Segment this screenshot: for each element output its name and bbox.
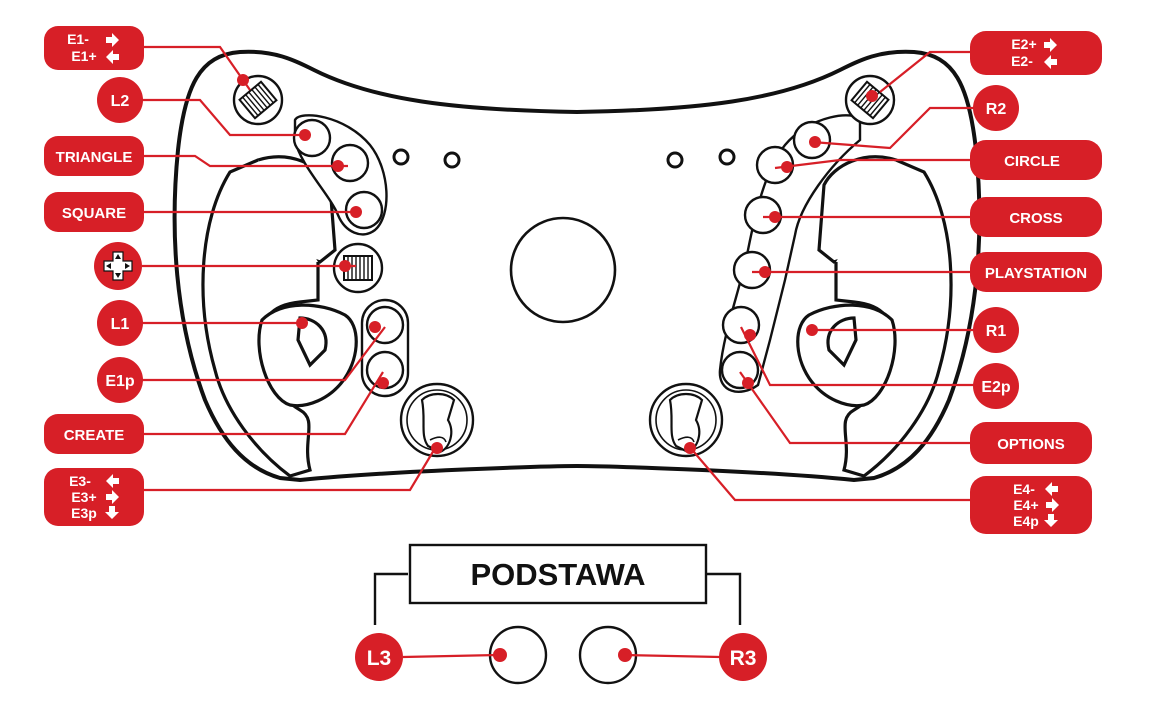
wheel-outline — [172, 49, 982, 483]
base-section: PODSTAWA L3 R3 — [355, 543, 767, 685]
e1-encoder — [232, 74, 284, 126]
label-e4-line1: E4- — [1013, 481, 1035, 497]
label-circle: CIRCLE — [970, 140, 1102, 180]
label-options: OPTIONS — [970, 422, 1092, 464]
dpad-icon — [103, 251, 133, 281]
label-cross: CROSS — [970, 197, 1102, 237]
svg-text:R2: R2 — [986, 101, 1007, 118]
svg-text:L1: L1 — [111, 316, 130, 333]
svg-text:SQUARE: SQUARE — [62, 205, 126, 222]
label-e1-line1: E1- — [67, 31, 89, 47]
label-e2-line1: E2+ — [1011, 36, 1036, 52]
label-e2: E2+ E2- — [970, 31, 1102, 75]
label-e3-line3: E3p — [71, 505, 97, 521]
label-e2-line2: E2- — [1011, 53, 1033, 69]
label-e1-line2: E1+ — [71, 48, 96, 64]
svg-text:TRIANGLE: TRIANGLE — [56, 149, 133, 166]
svg-text:CREATE: CREATE — [64, 427, 125, 444]
label-r2: R2 — [973, 85, 1019, 131]
indicator-dots — [392, 148, 736, 169]
label-create: CREATE — [44, 414, 144, 454]
svg-text:L2: L2 — [111, 93, 130, 110]
label-e2p: E2p — [973, 363, 1019, 409]
label-square: SQUARE — [44, 192, 144, 232]
label-e3-line1: E3- — [69, 473, 91, 489]
label-e3-line2: E3+ — [71, 489, 96, 505]
svg-text:R1: R1 — [986, 323, 1007, 340]
label-r3: R3 — [719, 633, 767, 681]
e1p-button — [365, 305, 405, 345]
square-button — [344, 190, 384, 230]
base-title-box — [408, 543, 708, 605]
label-l3: L3 — [355, 633, 403, 681]
label-e4: E4- E4+ E4p — [970, 476, 1092, 534]
base-title: PODSTAWA — [470, 557, 645, 592]
label-e3: E3- E3+ E3p — [44, 468, 144, 526]
label-e1p: E1p — [97, 357, 143, 403]
l2-button — [292, 118, 332, 158]
label-e4-line3: E4p — [1013, 513, 1039, 529]
right-grip — [796, 155, 953, 478]
svg-text:CROSS: CROSS — [1009, 210, 1062, 227]
svg-text:E2p: E2p — [981, 379, 1011, 396]
svg-text:E1p: E1p — [105, 373, 135, 390]
label-l1: L1 — [97, 300, 143, 346]
svg-text:OPTIONS: OPTIONS — [997, 436, 1065, 453]
svg-text:CIRCLE: CIRCLE — [1004, 153, 1060, 170]
label-e4-line2: E4+ — [1013, 497, 1038, 513]
leader-lines — [140, 45, 1012, 502]
label-playstation: PLAYSTATION — [970, 252, 1102, 292]
e3-encoder — [399, 382, 475, 458]
label-r1: R1 — [973, 307, 1019, 353]
svg-text:L3: L3 — [367, 647, 392, 670]
triangle-button — [330, 143, 370, 183]
label-dpad — [94, 242, 142, 290]
label-l2: L2 — [97, 77, 143, 123]
svg-text:PLAYSTATION: PLAYSTATION — [985, 265, 1087, 282]
cross-button — [743, 195, 783, 235]
label-triangle: TRIANGLE — [44, 136, 144, 176]
svg-text:R3: R3 — [730, 647, 757, 670]
left-grip — [201, 155, 358, 478]
e4-encoder — [648, 382, 724, 458]
label-e1: E1- E1+ — [44, 26, 144, 70]
leader-end-dots — [237, 74, 878, 454]
center-display — [509, 216, 617, 324]
